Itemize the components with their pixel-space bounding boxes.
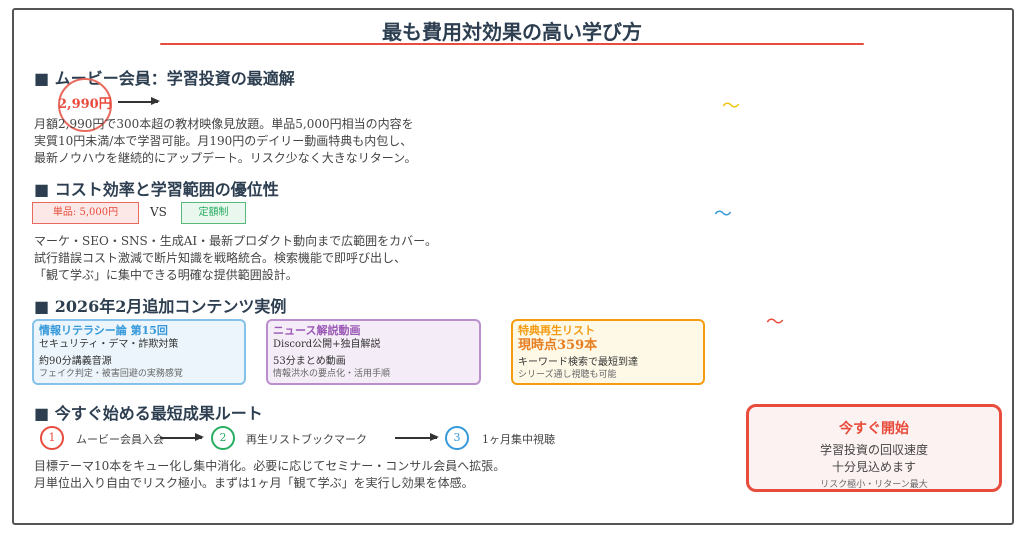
- card-text: セキュリティ・デマ・詐欺対策: [39, 339, 179, 350]
- card-subtext: フェイク判定・被害回避の実務感覚: [39, 369, 183, 379]
- card-text: 約90分講義音源: [39, 356, 112, 367]
- content-card: 特典再生リスト 現時点359本 キーワード検索で最短到達 シリーズ通し視聴も可能: [511, 319, 705, 385]
- canvas-frame: [12, 8, 1014, 525]
- text-line: 実質10円未満/本で学習可能。月190円のデイリー動画特典も内包し、: [34, 134, 413, 148]
- content-card: ニュース解説動画 Discord公開+独自解説 53分まとめ動画 情報洪水の要点…: [266, 319, 481, 385]
- section-heading-cost: ■ コスト効率と学習範囲の優位性: [34, 180, 279, 199]
- price-label: 2,990円: [58, 97, 112, 112]
- cta-subtext: リスク極小・リターン最大: [820, 480, 928, 490]
- text-line: 「観て学ぶ」に集中できる明確な提供範囲設計。: [34, 268, 298, 282]
- text-line: 月額2,990円で300本超の教材映像見放題。単品5,000円相当の内容を: [34, 117, 414, 131]
- text-line: 最新ノウハウを継続的にアップデート。リスク少なく大きなリターン。: [34, 151, 417, 165]
- single-price-tag: 単品: 5,000円: [32, 202, 139, 224]
- page-title: 最も費用対効果の高い学び方: [382, 20, 642, 44]
- card-title: 特典再生リスト: [518, 324, 595, 337]
- step-label: 再生リストブックマーク: [246, 433, 367, 446]
- cta-title: 今すぐ開始: [839, 421, 909, 437]
- card-text: 53分まとめ動画: [273, 356, 346, 367]
- cta-text: 十分見込めます: [831, 460, 916, 474]
- content-card: 情報リテラシー論 第15回 セキュリティ・デマ・詐欺対策 約90分講義音源 フェ…: [32, 319, 246, 385]
- text-line: 目標テーマ10本をキュー化し集中消化。必要に応じてセミナー・コンサル会員へ拡張。: [34, 459, 506, 473]
- price-highlight-circle: [58, 78, 112, 132]
- text-line: 試行錯誤コスト激減で断片知識を戦略統合。検索機能で即呼び出し、: [34, 251, 407, 265]
- card-text: キーワード検索で最短到達: [518, 357, 638, 368]
- card-highlight: 現時点359本: [518, 338, 598, 353]
- squiggle-decoration: 〜: [714, 204, 732, 225]
- flat-rate-tag: 定額制: [181, 202, 246, 224]
- card-subtext: 情報洪水の要点化・活用手順: [273, 369, 391, 379]
- arrow-icon: [160, 434, 204, 440]
- squiggle-decoration: 〜: [722, 96, 740, 117]
- text-line: 月単位出入り自由でリスク極小。まずは1ヶ月「観て学ぶ」を実行し効果を体感。: [34, 476, 474, 490]
- cost-description: マーケ・SEO・SNS・生成AI・最新プロダクト動向まで広範囲をカバー。 試行錯…: [34, 233, 437, 284]
- section-heading-route: ■ 今すぐ始める最短成果ルート: [34, 404, 263, 423]
- step-number: 2: [211, 426, 235, 450]
- card-title: ニュース解説動画: [273, 324, 361, 337]
- card-title: 情報リテラシー論 第15回: [39, 324, 168, 337]
- arrow-icon: [395, 434, 439, 440]
- card-subtext: シリーズ通し視聴も可能: [518, 370, 617, 380]
- step-label: ムービー会員入会: [76, 433, 164, 446]
- cta-text: 学習投資の回収速度: [819, 443, 928, 457]
- card-text: Discord公開+独自解説: [273, 339, 381, 350]
- section-heading-content: ■ 2026年2月追加コンテンツ実例: [34, 297, 287, 316]
- arrow-icon: [118, 98, 160, 104]
- squiggle-decoration: 〜: [766, 312, 784, 333]
- vs-label: VS: [150, 205, 167, 219]
- text-line: マーケ・SEO・SNS・生成AI・最新プロダクト動向まで広範囲をカバー。: [34, 234, 438, 248]
- start-now-callout[interactable]: 今すぐ開始 学習投資の回収速度 十分見込めます リスク極小・リターン最大: [746, 404, 1002, 492]
- title-underline: [160, 43, 864, 45]
- step-number: 3: [445, 426, 469, 450]
- step-label: 1ヶ月集中視聴: [482, 433, 555, 446]
- membership-description: 月額2,990円で300本超の教材映像見放題。単品5,000円相当の内容を 実質…: [34, 116, 416, 167]
- route-description: 目標テーマ10本をキュー化し集中消化。必要に応じてセミナー・コンサル会員へ拡張。…: [34, 458, 505, 492]
- step-number: 1: [40, 426, 64, 450]
